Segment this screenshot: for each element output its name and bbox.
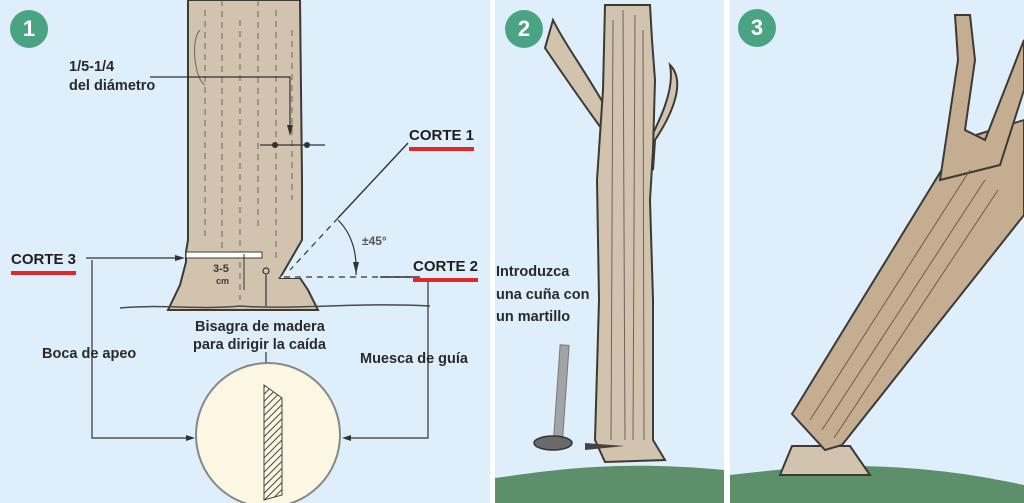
panel-1-cut-diagram: 1 1/5-1/4 del diámetro CORTE 1 CORTE 2 C… xyxy=(0,0,490,503)
fraction-sub-label: del diámetro xyxy=(69,78,156,94)
cm-unit-label: cm xyxy=(216,276,230,286)
trunk-cut-illustration xyxy=(86,0,431,503)
panel-2-wedge: 2 Introduzca una cuña con un martillo xyxy=(495,0,724,503)
step-badge-2: 2 xyxy=(505,10,543,48)
falling-tree-illustration xyxy=(730,14,1024,503)
wedge-instruction-line1: Introduzca xyxy=(496,264,570,280)
step-badge-3: 3 xyxy=(738,9,776,47)
muesca-de-guia-label: Muesca de guía xyxy=(360,351,468,367)
panel-3-falling-tree: 3 xyxy=(730,0,1024,503)
step-badge-1: 1 xyxy=(10,10,48,48)
tree-with-wedge-illustration xyxy=(495,4,724,503)
cm-range-label: 3-5 xyxy=(213,263,229,275)
corte-2-label: CORTE 2 xyxy=(413,259,479,282)
corte-3-label: CORTE 3 xyxy=(11,252,77,275)
hinge-label-line1: Bisagra de madera xyxy=(195,319,325,335)
angle-label: ±45° xyxy=(362,234,387,248)
boca-de-apeo-label: Boca de apeo xyxy=(42,346,137,362)
fraction-label: 1/5-1/4 xyxy=(69,59,115,75)
hinge-label-line2: para dirigir la caída xyxy=(193,337,326,353)
corte-1-label: CORTE 1 xyxy=(409,128,475,151)
wedge-instruction-line3: un martillo xyxy=(496,309,571,325)
wedge-instruction-line2: una cuña con xyxy=(496,287,590,303)
